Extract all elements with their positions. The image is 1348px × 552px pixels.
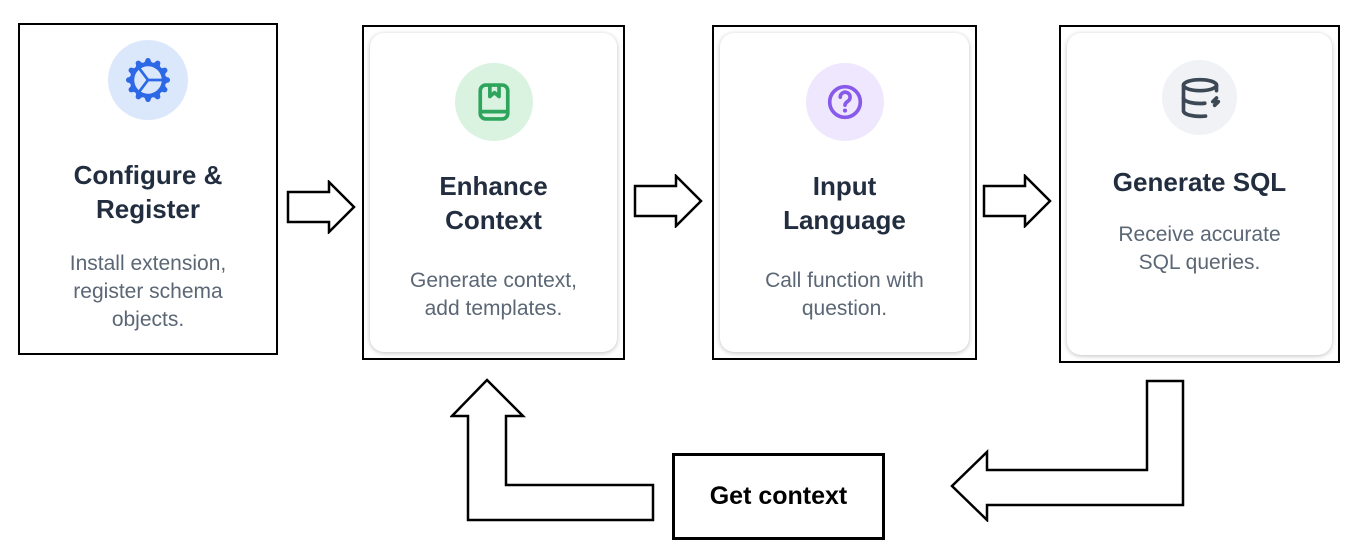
step-card-generate-sql: Generate SQL Receive accurate SQL querie…: [1059, 25, 1340, 363]
step-title: Generate SQL: [1112, 167, 1287, 197]
gear-icon: [126, 58, 170, 102]
icon-circle-purple: [805, 63, 884, 141]
step-card-input-language: Input Language Call function with questi…: [712, 25, 977, 360]
step-card-configure-register: Configure & Register Install extension, …: [18, 23, 278, 355]
loop-arrow-down-left-icon: [950, 379, 1185, 522]
step-title: Configure & Register: [73, 160, 223, 224]
step-card-enhance-context: Enhance Context Generate context, add te…: [362, 25, 625, 360]
get-context-box: Get context: [672, 453, 885, 540]
step-card-body: Configure & Register Install extension, …: [20, 25, 276, 353]
icon-circle-green: [454, 63, 533, 141]
flow-arrow-right-icon: [633, 174, 703, 228]
step-card-body: Input Language Call function with questi…: [720, 33, 969, 352]
icon-circle-blue: [108, 40, 188, 120]
circle-question-icon: [827, 84, 862, 120]
database-zap-icon: [1181, 77, 1220, 118]
step-description: Generate context, add templates.: [410, 269, 577, 320]
step-title: Enhance Context: [439, 171, 548, 235]
book-marked-icon: [477, 83, 510, 121]
step-description: Call function with question.: [765, 269, 924, 320]
step-card-body: Enhance Context Generate context, add te…: [370, 33, 617, 352]
step-description: Receive accurate SQL queries.: [1118, 223, 1281, 274]
step-description: Install extension, register schema objec…: [69, 252, 227, 331]
flow-arrow-right-icon: [982, 174, 1052, 228]
loop-arrow-up-icon: [450, 378, 655, 522]
icon-circle-gray: [1162, 60, 1237, 135]
get-context-label: Get context: [709, 482, 848, 510]
flow-arrow-right-icon: [286, 180, 356, 234]
step-card-body: Generate SQL Receive accurate SQL querie…: [1067, 33, 1332, 355]
step-title: Input Language: [783, 171, 906, 235]
